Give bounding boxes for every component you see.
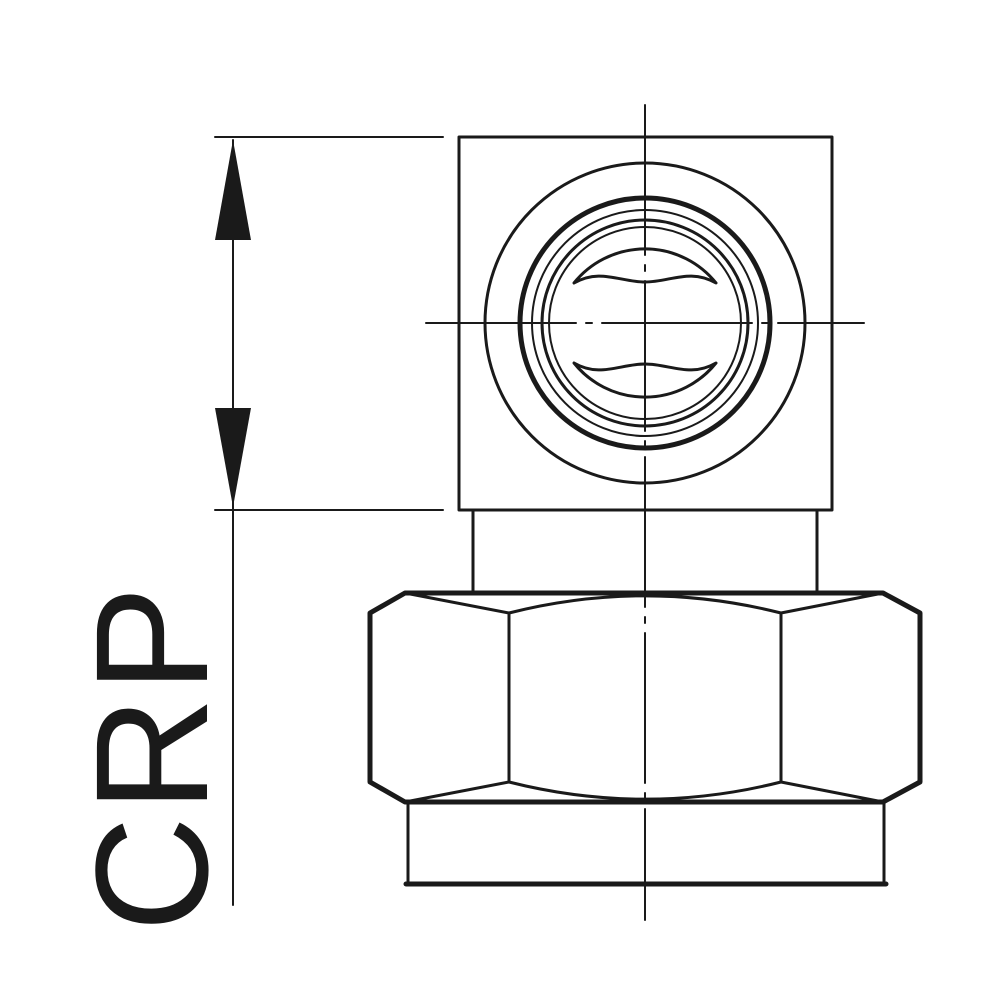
center-lines bbox=[425, 104, 865, 921]
arrow-down-icon bbox=[215, 408, 251, 507]
port-lobe-bottom bbox=[572, 361, 718, 399]
hex-nut-right-flat bbox=[779, 591, 885, 804]
dimension-line bbox=[215, 139, 251, 906]
hex-nut-left-flat bbox=[403, 591, 511, 804]
arrow-up-icon bbox=[215, 140, 251, 240]
port-inner-lobes bbox=[572, 247, 718, 399]
port-lobe-top bbox=[572, 247, 718, 285]
neck bbox=[471, 508, 819, 595]
dimension-label: CRP bbox=[62, 582, 241, 932]
dimension-extension-lines bbox=[214, 136, 444, 511]
